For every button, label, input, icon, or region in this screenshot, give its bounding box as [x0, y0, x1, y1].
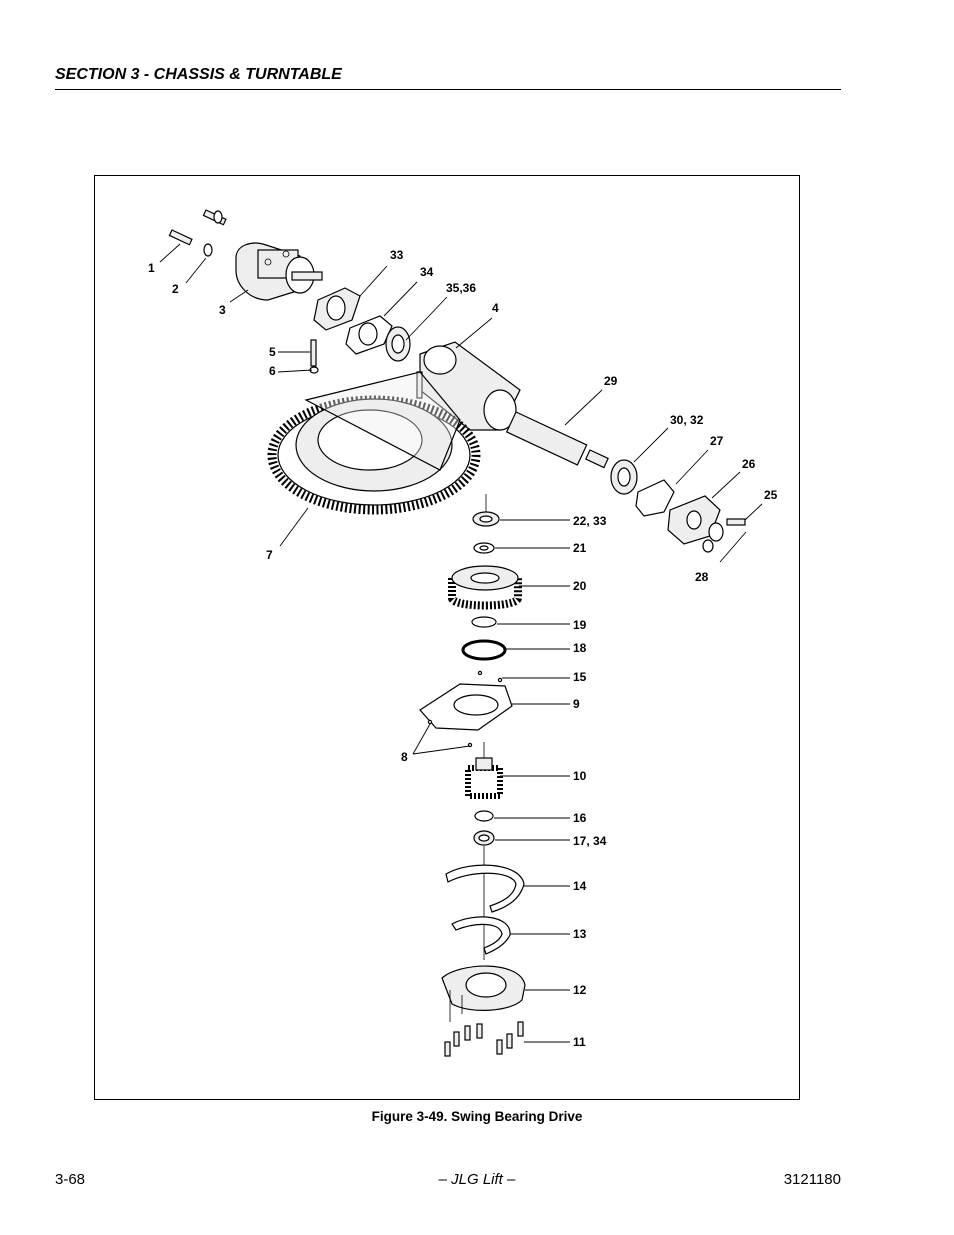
callout-9: 9 [573, 697, 580, 711]
callout-30-32: 30, 32 [670, 413, 704, 427]
callout-17-34: 17, 34 [573, 834, 607, 848]
part-base-12 [441, 965, 526, 1022]
callout-8: 8 [401, 750, 408, 764]
header-rule [55, 89, 841, 90]
callout-18: 18 [573, 641, 587, 655]
callout-27: 27 [710, 434, 724, 448]
part-shim-14 [445, 864, 525, 913]
part-bearing-17-34 [473, 830, 495, 846]
section-header: SECTION 3 - CHASSIS & TURNTABLE [55, 66, 342, 83]
part-gasket-34 [345, 315, 393, 355]
callout-2: 2 [172, 282, 179, 296]
part-swing-bearing-7 [267, 371, 481, 515]
part-pinion-10 [465, 757, 503, 799]
part-gasket-27 [635, 479, 675, 517]
part-bearing-35-36 [385, 326, 411, 362]
callout-7: 7 [266, 548, 273, 562]
callout-11: 11 [573, 1035, 586, 1049]
part-motor-3 [235, 242, 323, 301]
callout-10: 10 [573, 769, 587, 783]
callout-14: 14 [573, 879, 587, 893]
part-seal-28 [702, 522, 724, 553]
part-bearing-22-33 [472, 511, 500, 527]
part-plate-9 [419, 683, 513, 731]
part-gear-20 [448, 565, 522, 610]
part-washers-2 [203, 210, 223, 257]
leader-lines [159, 243, 763, 1043]
callout-16: 16 [573, 811, 587, 825]
callout-35-36: 35,36 [446, 281, 476, 295]
callout-29: 29 [604, 374, 618, 388]
callout-4: 4 [492, 301, 499, 315]
callout-21: 21 [573, 541, 587, 555]
callout-12: 12 [573, 983, 587, 997]
part-shim-13 [451, 916, 511, 955]
callout-22-33: 22, 33 [573, 514, 607, 528]
part-retaining-ring-19 [471, 616, 497, 628]
callout-28: 28 [695, 570, 709, 584]
part-washer-16 [474, 810, 494, 822]
callout-25: 25 [764, 488, 778, 502]
callout-19: 19 [573, 618, 587, 632]
part-bolt-25 [726, 518, 746, 526]
callout-15: 15 [573, 670, 587, 684]
callout-numbers: 1 2 3 33 34 35,36 4 5 6 29 30, 32 27 26 … [148, 248, 778, 1049]
part-pinion-shaft-29 [505, 411, 609, 469]
document-number: 3121180 [783, 1171, 841, 1188]
callout-26: 26 [742, 457, 756, 471]
figure-frame [94, 175, 800, 1100]
figure-caption: Figure 3-49. Swing Bearing Drive [371, 1109, 583, 1124]
callout-1: 1 [148, 261, 155, 275]
part-housing-4 [419, 341, 521, 431]
callout-5: 5 [269, 345, 276, 359]
callout-3: 3 [219, 303, 226, 317]
callout-6: 6 [269, 364, 276, 378]
part-seal-plate-33 [313, 287, 361, 331]
publisher-name: – JLG Lift – [438, 1171, 516, 1188]
part-plug-15 [477, 670, 503, 683]
part-bearing-30-32 [610, 459, 638, 495]
callout-34: 34 [420, 265, 434, 279]
callout-13: 13 [573, 927, 587, 941]
part-ring-gear-18 [461, 639, 507, 661]
callout-33: 33 [390, 248, 404, 262]
part-bolts-11 [444, 1021, 524, 1057]
callout-20: 20 [573, 579, 587, 593]
page-number: 3-68 [55, 1171, 86, 1188]
part-washer-21 [473, 542, 495, 554]
